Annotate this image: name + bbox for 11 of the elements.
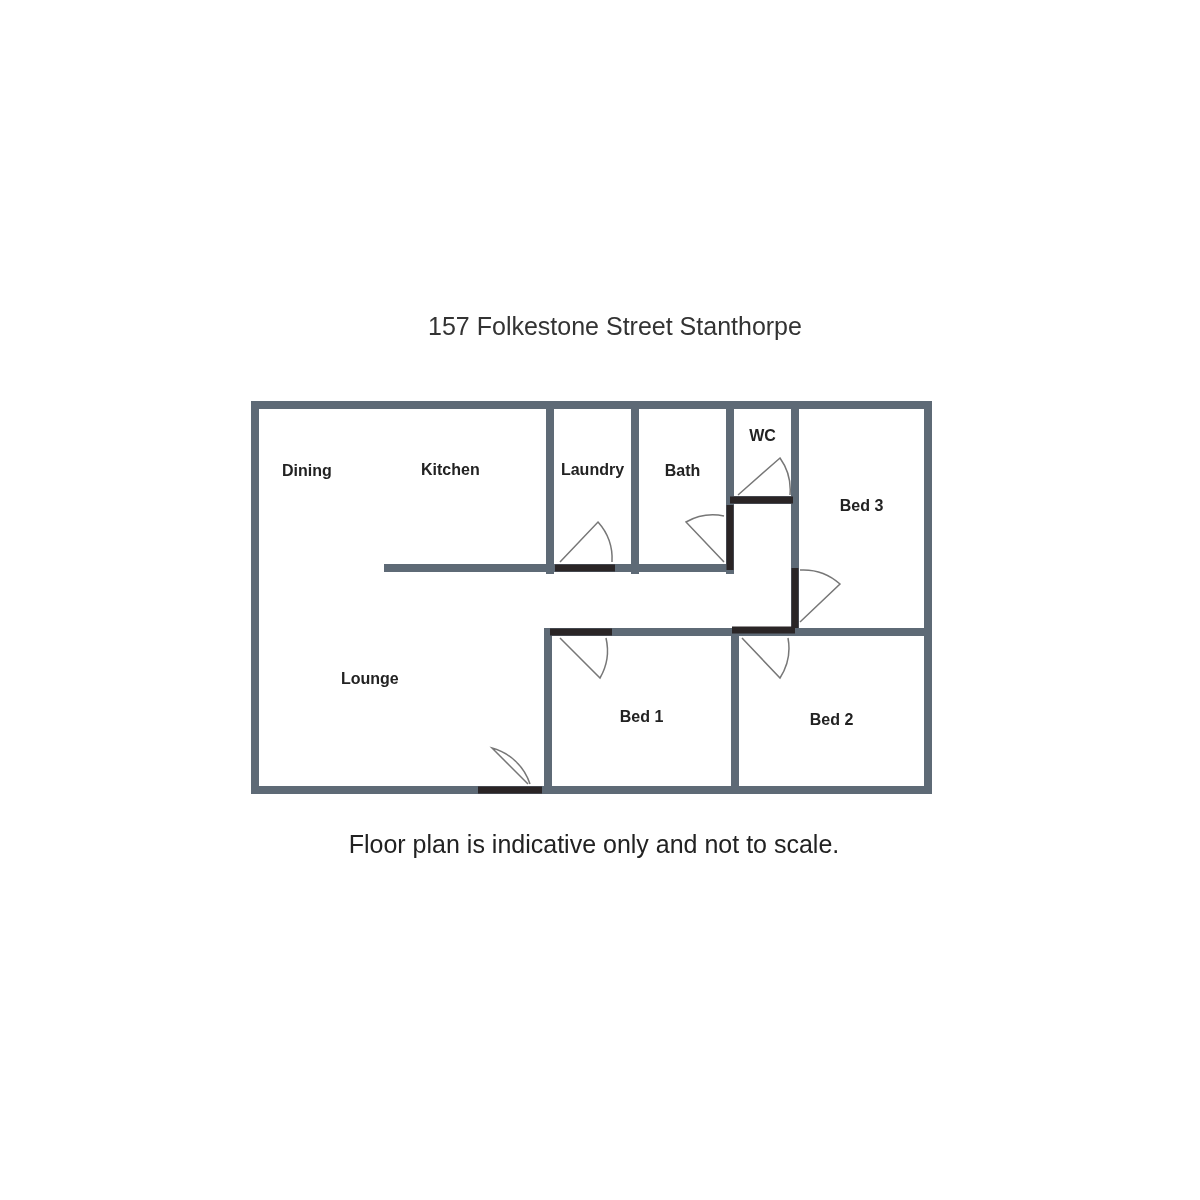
room-label: WC [749,427,776,445]
room-label: Bed 1 [619,708,664,726]
room-label: Dining [282,462,332,480]
room-label: Bath [664,462,701,480]
disclaimer-caption: Floor plan is indicative only and not to scale. [347,830,841,859]
room-label: Laundry [560,461,625,479]
room-label: Bed 3 [839,497,884,515]
room-label: Lounge [341,670,399,688]
room-label: Kitchen [421,461,480,479]
plan-title: 157 Folkestone Street Stanthorpe [427,312,803,341]
room-label: Bed 2 [809,711,854,729]
